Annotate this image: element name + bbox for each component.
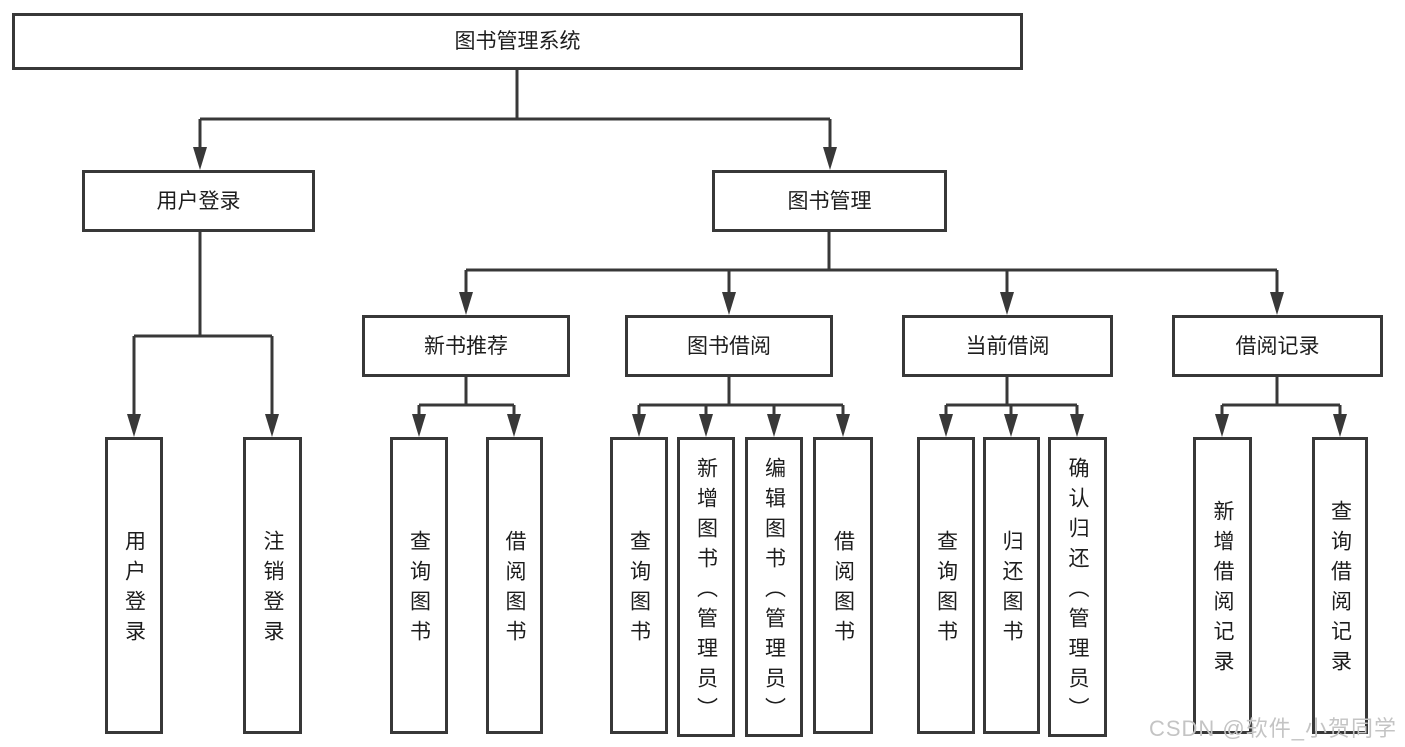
node-label: 图书借阅 <box>687 334 771 358</box>
node-label: 确认归还（管理员） <box>1066 456 1089 727</box>
node-leaf-borrow-books: 借阅图书 <box>813 437 873 734</box>
node-label: 图书管理系统 <box>454 30 581 53</box>
node-user-login: 用户登录 <box>82 170 315 232</box>
node-leaf-query-borrow-record: 查询借阅记录 <box>1312 437 1368 734</box>
arrowheads <box>127 147 1347 437</box>
connector-skeleton <box>132 70 1342 417</box>
node-label: 编辑图书（管理员） <box>762 456 786 727</box>
node-leaf-query-books-current: 查询图书 <box>917 437 975 734</box>
node-label: 注销登录 <box>261 530 284 650</box>
node-label: 新增图书（管理员） <box>694 456 718 727</box>
node-leaf-user-login: 用户登录 <box>105 437 163 734</box>
node-label: 新书推荐 <box>424 334 508 358</box>
node-label: 借阅记录 <box>1235 334 1320 358</box>
node-label: 图书管理 <box>787 189 872 213</box>
node-new-book-recommend: 新书推荐 <box>362 315 570 377</box>
node-label: 借阅图书 <box>831 530 855 650</box>
node-label: 查询图书 <box>934 530 958 650</box>
node-leaf-logout: 注销登录 <box>243 437 302 734</box>
node-leaf-confirm-return-admin: 确认归还（管理员） <box>1048 437 1107 737</box>
node-label: 当前借阅 <box>965 334 1050 358</box>
watermark-csdn: CSDN @软件_小贺同学 <box>1148 716 1397 741</box>
node-label: 查询借阅记录 <box>1328 500 1352 680</box>
node-leaf-add-borrow-record: 新增借阅记录 <box>1193 437 1252 734</box>
node-label: 借阅图书 <box>503 530 526 650</box>
node-library-management-system: 图书管理系统 <box>12 13 1023 70</box>
node-label: 用户登录 <box>122 530 146 650</box>
node-leaf-query-books-borrowing: 查询图书 <box>610 437 668 734</box>
node-current-borrowing: 当前借阅 <box>902 315 1113 377</box>
node-leaf-add-books-admin: 新增图书（管理员） <box>677 437 735 737</box>
node-leaf-borrow-books-recommend: 借阅图书 <box>486 437 543 734</box>
node-label: 用户登录 <box>156 189 241 213</box>
node-borrow-records: 借阅记录 <box>1172 315 1383 377</box>
node-book-management: 图书管理 <box>712 170 947 232</box>
node-label: 查询图书 <box>627 530 651 650</box>
node-label: 新增借阅记录 <box>1211 500 1234 680</box>
node-label: 归还图书 <box>1000 530 1023 650</box>
node-label: 查询图书 <box>407 530 431 650</box>
node-book-borrowing: 图书借阅 <box>625 315 833 377</box>
node-leaf-edit-books-admin: 编辑图书（管理员） <box>745 437 803 737</box>
node-leaf-return-books: 归还图书 <box>983 437 1040 734</box>
node-leaf-query-books-recommend: 查询图书 <box>390 437 448 734</box>
